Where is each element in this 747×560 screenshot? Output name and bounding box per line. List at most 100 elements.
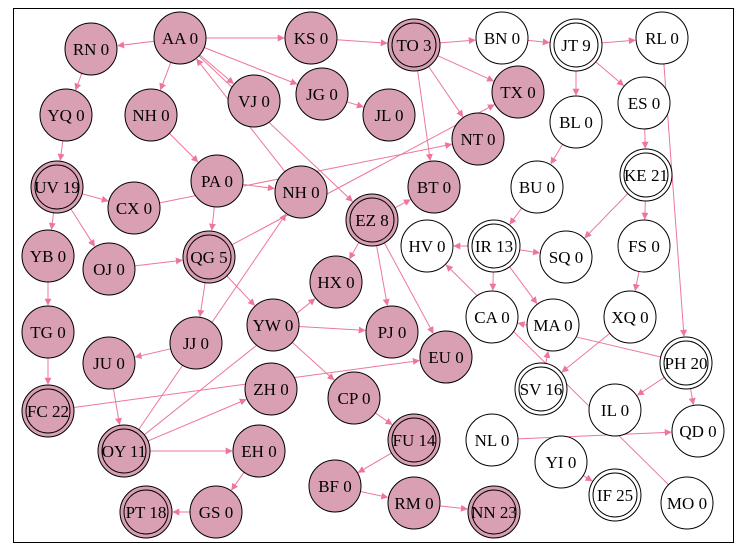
node-ks: KS 0 [284, 11, 338, 65]
node-circle [190, 154, 244, 208]
node-label: EU 0 [428, 348, 463, 367]
node-circle [21, 384, 75, 438]
edge-aa-to-ez [198, 55, 353, 202]
node-circle [419, 330, 473, 384]
node-circle [635, 11, 689, 65]
node-circle [539, 230, 593, 284]
node-pt: PT 18 [119, 485, 173, 539]
node-inner-ring [186, 234, 232, 280]
node-circle [30, 160, 84, 214]
node-circle [510, 160, 564, 214]
node-circle [465, 290, 519, 344]
node-circle [309, 255, 363, 309]
node-circle [246, 298, 300, 352]
node-inner-ring [391, 22, 437, 68]
node-es: ES 0 [617, 76, 671, 130]
node-label: MO 0 [667, 494, 707, 513]
edge-nh1-to-pa [169, 133, 199, 163]
node-label: NH 0 [132, 106, 169, 125]
node-circle [227, 74, 281, 128]
node-label: OY 11 [102, 442, 147, 461]
node-label: PT 18 [126, 503, 167, 522]
node-qg: QG 5 [182, 230, 236, 284]
edge-qg-to-tx [231, 104, 495, 246]
edge-oy-to-zh [147, 398, 247, 442]
edge-aa-to-vj [199, 54, 234, 84]
node-rm: RM 0 [387, 476, 441, 530]
edge-rm-to-nn [439, 504, 468, 512]
node-circle [617, 76, 671, 130]
node-label: RL 0 [645, 29, 679, 48]
node-ez: EZ 8 [345, 193, 399, 247]
node-label: JL 0 [374, 106, 403, 125]
node-jt: JT 9 [549, 18, 603, 72]
node-jl: JL 0 [362, 88, 416, 142]
node-label: QD 0 [679, 422, 716, 441]
edge-fu-to-bf [357, 452, 392, 473]
node-label: FU 14 [393, 431, 436, 450]
node-xq: XQ 0 [603, 290, 657, 344]
node-circle [549, 95, 603, 149]
node-circle [451, 112, 505, 166]
node-label: UV 19 [34, 178, 80, 197]
edge-to-to-bn [439, 37, 476, 45]
edge-bn-to-jt [527, 38, 550, 46]
node-label: PA 0 [201, 172, 233, 191]
edge-ez-to-hx [349, 242, 360, 260]
node-fu: FU 14 [387, 413, 441, 467]
node-inner-ring [592, 472, 638, 518]
edge-ju-to-oy [112, 388, 122, 426]
node-sq: SQ 0 [539, 230, 593, 284]
node-rn: RN 0 [64, 22, 118, 76]
node-label: MA 0 [533, 316, 572, 335]
edge-aa-to-jg [204, 47, 298, 86]
edge-ez-to-pj [376, 245, 390, 307]
node-gs: GS 0 [189, 485, 243, 539]
node-nh2: NH 0 [274, 165, 328, 219]
node-circle [124, 88, 178, 142]
node-circle [475, 11, 529, 65]
node-circle [387, 476, 441, 530]
edge-oj-to-qg [134, 257, 183, 267]
node-bt: BT 0 [407, 160, 461, 214]
node-inner-ring [663, 340, 709, 386]
node-circle [467, 219, 521, 273]
node-circle [467, 485, 521, 539]
edge-jt-to-es [595, 61, 625, 86]
node-circle [119, 485, 173, 539]
node-label: PH 20 [665, 354, 708, 373]
node-label: PJ 0 [378, 323, 407, 342]
node-fc: FC 22 [21, 384, 75, 438]
node-ph: PH 20 [659, 336, 713, 390]
node-label: EH 0 [241, 442, 276, 461]
node-bl: BL 0 [549, 95, 603, 149]
node-circle [387, 18, 441, 72]
node-sv: SV 16 [514, 362, 568, 416]
node-mo: MO 0 [660, 476, 714, 530]
node-aa: AA 0 [153, 11, 207, 65]
node-circle [588, 468, 642, 522]
node-circle [659, 336, 713, 390]
node-circle [617, 219, 671, 273]
node-label: KE 21 [624, 166, 668, 185]
edge-bl-to-bu [550, 144, 564, 165]
edge-yi-to-if [582, 474, 593, 482]
node-jj: JJ 0 [169, 316, 223, 370]
node-nn: NN 23 [467, 485, 521, 539]
node-yb: YB 0 [21, 229, 75, 283]
node-circle [107, 181, 161, 235]
node-ir: IR 13 [467, 219, 521, 273]
node-yw: YW 0 [246, 298, 300, 352]
node-inner-ring [123, 489, 169, 535]
edge-jt-to-rl [601, 37, 636, 45]
edge-yw-to-pj [298, 326, 366, 334]
node-circle [189, 485, 243, 539]
edge-nl-to-qd [517, 428, 672, 440]
node-yq: YQ 0 [39, 88, 93, 142]
node-fs: FS 0 [617, 219, 671, 273]
node-ma: MA 0 [526, 298, 580, 352]
node-label: CA 0 [474, 308, 509, 327]
node-oj: OJ 0 [82, 242, 136, 296]
